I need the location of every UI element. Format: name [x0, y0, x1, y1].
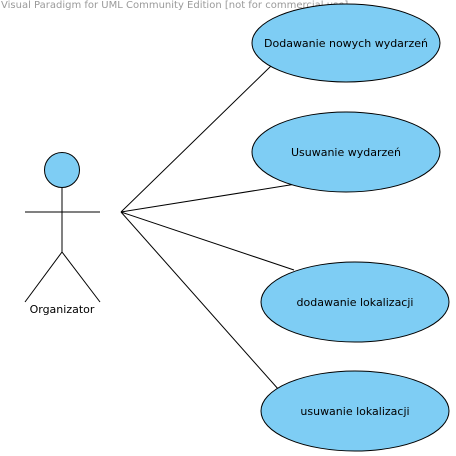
actor-organizator[interactable]: Organizator [24, 152, 101, 317]
use-case-ellipse [260, 370, 450, 452]
associations [120, 65, 297, 391]
association-line-2[interactable] [120, 183, 297, 213]
actor-label: Organizator [30, 303, 95, 316]
actor-left-leg [24, 251, 63, 303]
association-line-1[interactable] [120, 65, 272, 213]
use-case-label: usuwanie lokalizacji [300, 405, 409, 418]
use-case-ellipse [251, 3, 441, 83]
actor-right-leg [61, 251, 101, 303]
use-case-label: Dodawanie nowych wydarzeń [264, 37, 428, 50]
use-case-2[interactable]: Usuwanie wydarzeń [251, 111, 441, 193]
use-case-label: dodawanie lokalizacji [297, 296, 414, 309]
use-case-3[interactable]: dodawanie lokalizacji [260, 261, 450, 343]
use-case-4[interactable]: usuwanie lokalizacji [260, 370, 450, 452]
use-case-ellipse [260, 261, 450, 343]
use-case-1[interactable]: Dodawanie nowych wydarzeń [251, 3, 441, 83]
actor-head [44, 152, 80, 188]
association-line-4[interactable] [120, 211, 280, 391]
watermark-text: Visual Paradigm for UML Community Editio… [1, 0, 349, 11]
use-case-ellipse [251, 111, 441, 193]
association-line-3[interactable] [120, 211, 295, 271]
use-case-label: Usuwanie wydarzeń [291, 146, 401, 159]
